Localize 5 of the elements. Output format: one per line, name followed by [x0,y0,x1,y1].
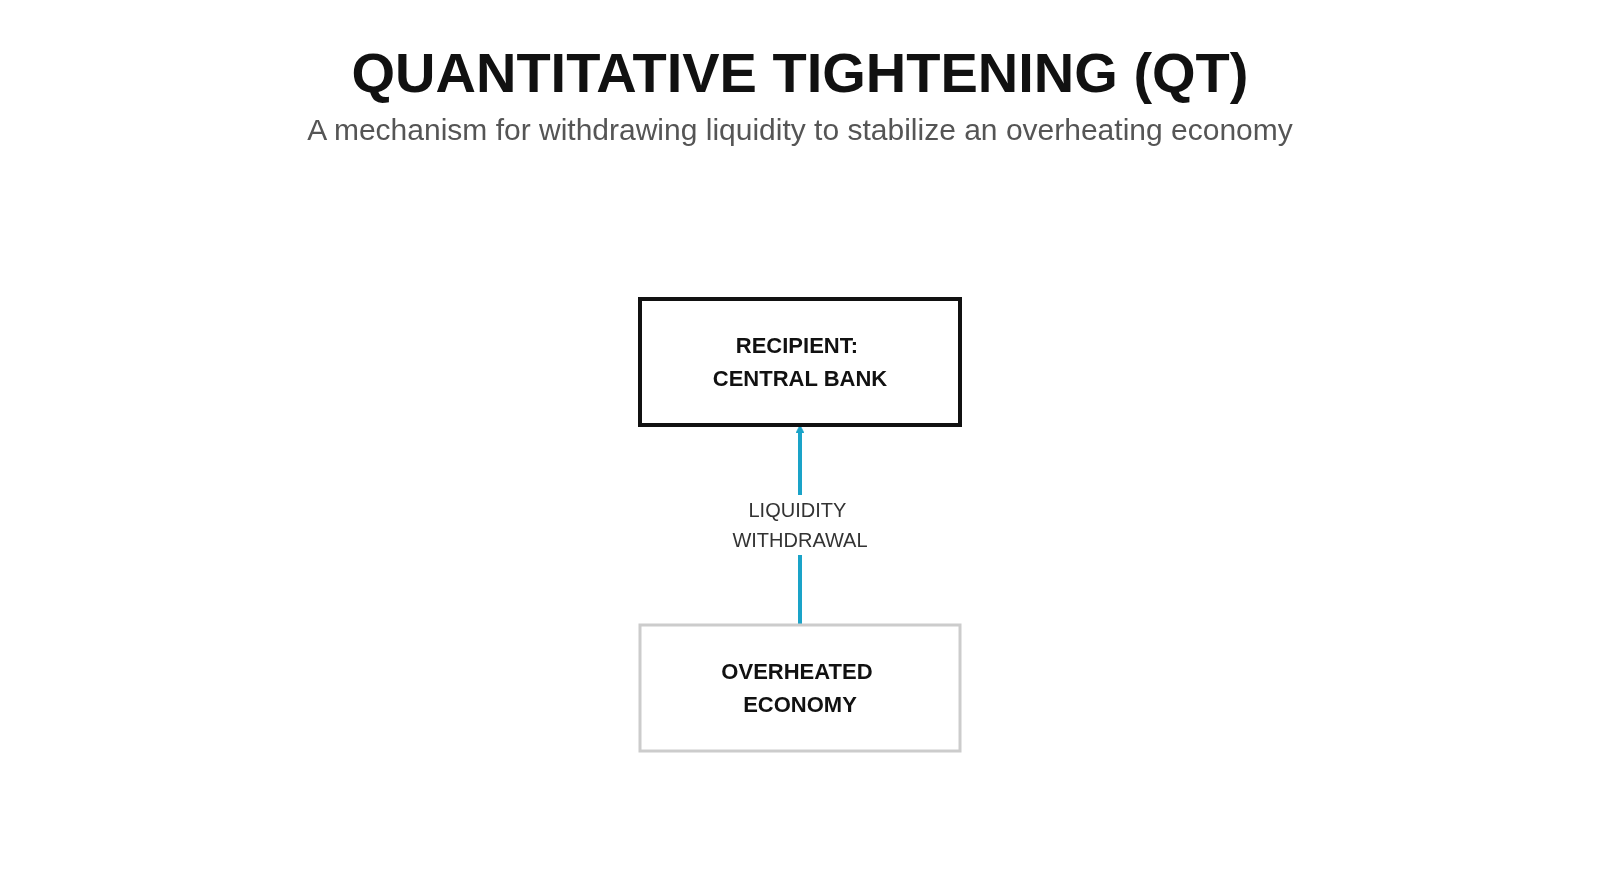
node-box: RECIPIENT: CENTRAL BANK [638,297,962,427]
title: QUANTITATIVE TIGHTENING (QT) [351,40,1249,105]
subtitle: A mechanism for withdrawing liquidity to stabilize an overheating economy [307,113,1293,147]
node-box: OVERHEATED ECONOMY [638,623,962,753]
edge-label: LIQUIDITY WITHDRAWAL [732,499,868,551]
